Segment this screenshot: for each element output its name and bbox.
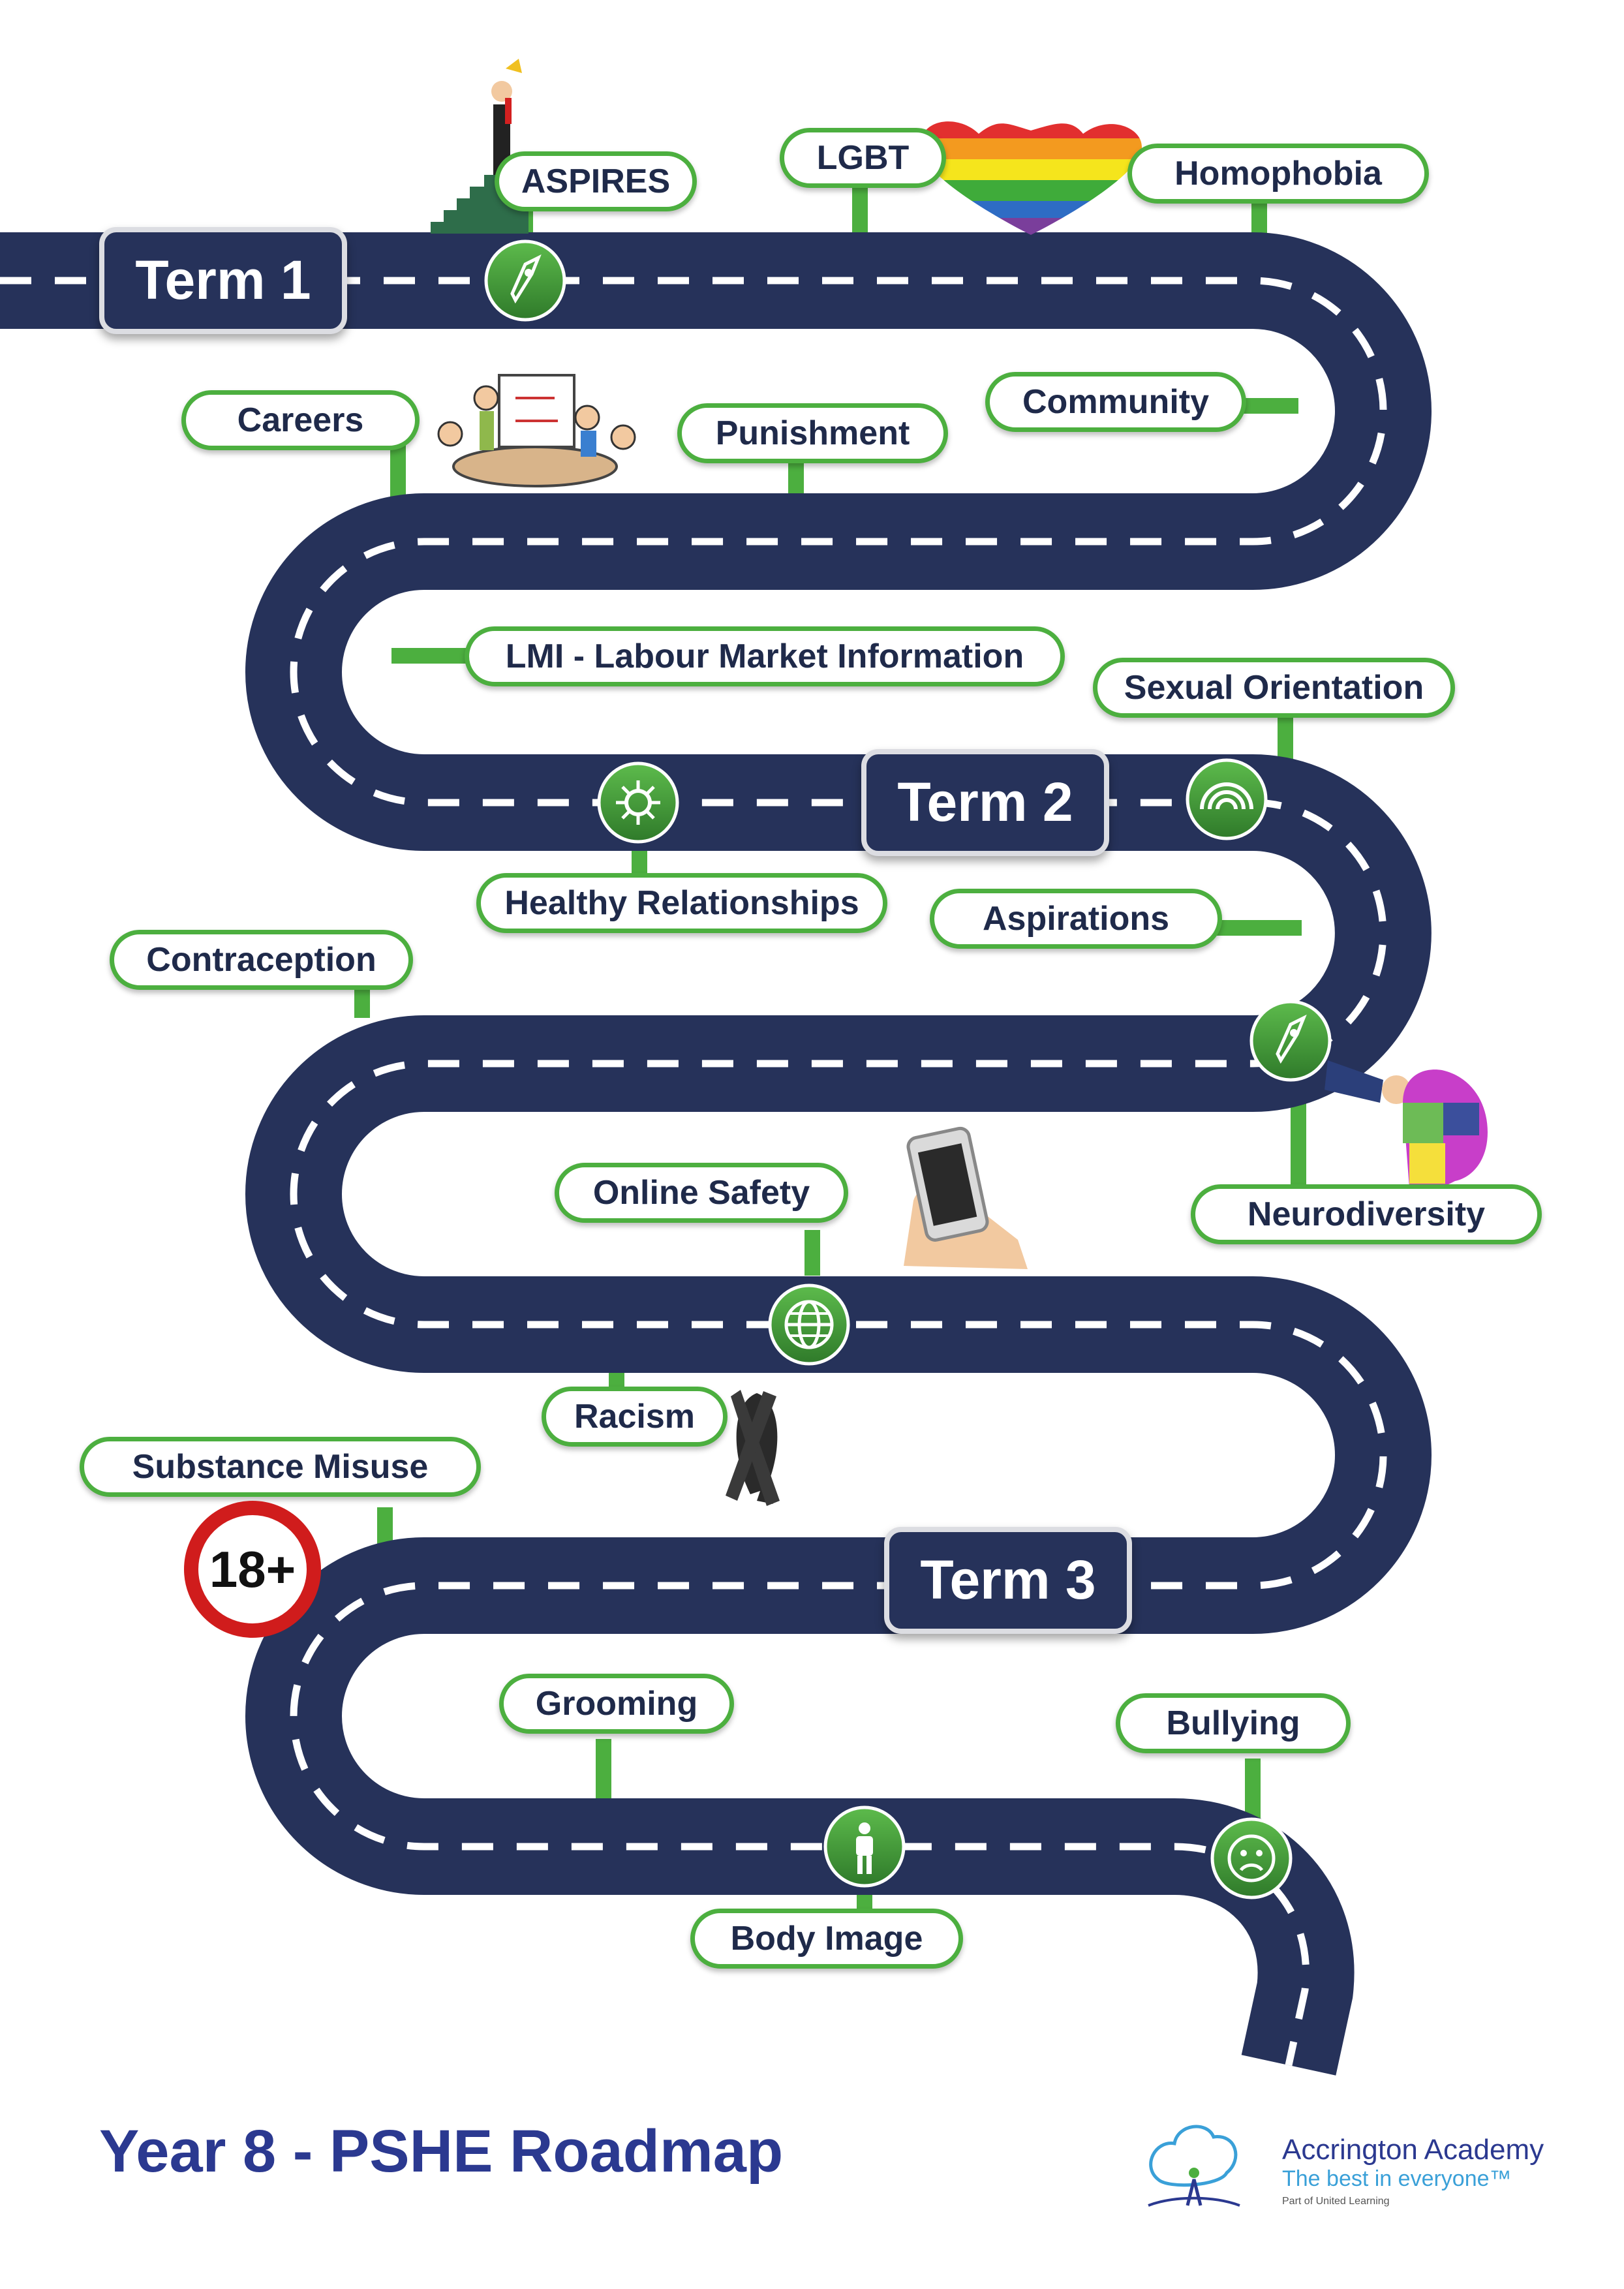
topic-aspirations: Aspirations: [930, 889, 1222, 949]
phone-illustration: [904, 1126, 1028, 1269]
road-center-line: [0, 277, 1387, 2066]
rocket-icon: [1249, 1000, 1332, 1082]
topic-bullying: Bullying: [1116, 1693, 1351, 1753]
topic-community: Community: [985, 372, 1246, 432]
term-3-marker: Term 3: [884, 1527, 1132, 1634]
topic-healthy-relationships: Healthy Relationships: [476, 873, 887, 933]
topic-racism: Racism: [542, 1387, 728, 1447]
academy-logo-tree-icon: [1148, 2125, 1240, 2207]
page-title: Year 8 - PSHE Roadmap: [99, 2118, 784, 2185]
topic-lmi: LMI - Labour Market Information: [465, 626, 1065, 686]
team-meeting-illustration: [437, 374, 636, 487]
logo-small-print: Part of United Learning: [1282, 2196, 1390, 2207]
rainbow-icon: [1186, 758, 1268, 840]
topic-neurodiversity: Neurodiversity: [1191, 1184, 1542, 1244]
awareness-ribbon-icon: [726, 1390, 780, 1506]
topic-careers: Careers: [181, 390, 420, 450]
neurodiversity-illustration: [1325, 1060, 1488, 1188]
topic-punishment: Punishment: [677, 403, 948, 463]
sad-face-icon: [1210, 1817, 1293, 1899]
age-restriction-sign: 18+: [184, 1501, 321, 1638]
term-2-marker: Term 2: [861, 749, 1109, 856]
topic-sexual-orientation: Sexual Orientation: [1093, 658, 1455, 718]
topic-homophobia: Homophobia: [1127, 144, 1429, 204]
person-icon: [823, 1805, 906, 1888]
term-1-marker: Term 1: [99, 227, 347, 334]
topic-body-image: Body Image: [690, 1909, 963, 1969]
topic-grooming: Grooming: [499, 1674, 734, 1734]
topic-lgbt: LGBT: [780, 128, 946, 188]
topic-online-safety: Online Safety: [555, 1163, 848, 1223]
topic-substance-misuse: Substance Misuse: [80, 1437, 481, 1497]
logo-tagline: The best in everyone™: [1282, 2166, 1512, 2191]
rocket-icon: [484, 239, 566, 322]
virus-icon: [597, 761, 679, 844]
rainbow-heart-icon: [920, 121, 1142, 235]
globe-icon: [768, 1283, 850, 1366]
topic-aspires: ASPIRES: [495, 151, 697, 211]
topic-contraception: Contraception: [110, 930, 413, 990]
logo-name: Accrington Academy: [1282, 2134, 1544, 2166]
